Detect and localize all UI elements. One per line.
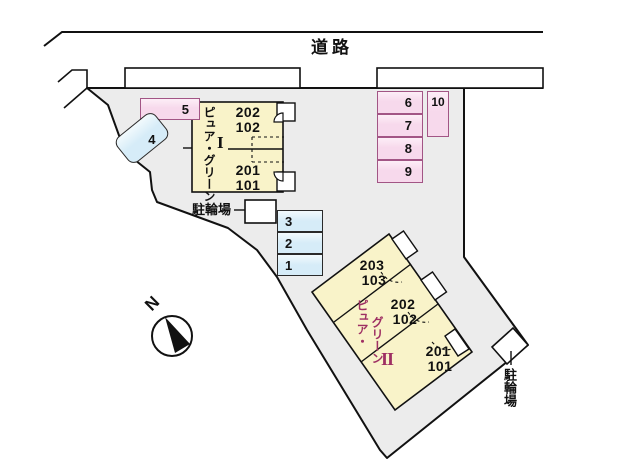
- spot-number: 2: [285, 235, 293, 251]
- bike-shed-1-label: 駐輪場: [192, 202, 232, 217]
- room-201-b1: 201: [235, 162, 261, 178]
- room-102-b1: 102: [235, 119, 261, 135]
- building-2-outline: [310, 232, 474, 412]
- road-edge-line: [43, 31, 543, 47]
- parking-spot-6: 6: [377, 91, 423, 114]
- building-2-name-part2: グリーン: [370, 316, 384, 364]
- spot-number: 6: [404, 95, 412, 110]
- compass-circle: [151, 315, 193, 357]
- room-103-b2: 103: [361, 272, 387, 288]
- spot-number: 10: [431, 95, 445, 109]
- parking-spot-10: 10: [427, 91, 449, 137]
- sidewalk-block-left: [124, 67, 301, 89]
- parking-spot-8: 8: [377, 137, 423, 160]
- parking-spot-7: 7: [377, 114, 423, 137]
- room-101-b1: 101: [235, 177, 261, 193]
- room-202-b1: 202: [235, 104, 261, 120]
- building-2-porch-2: [420, 271, 448, 301]
- building-1-stairs-dashed: [251, 136, 284, 163]
- building-2-porch-1: [391, 230, 419, 260]
- room-201-b2: 201: [425, 343, 451, 359]
- bike-shed-2-label: 駐輪場: [502, 368, 517, 407]
- building-2-numeral: II: [381, 349, 394, 369]
- spot-number: 4: [148, 131, 156, 147]
- parking-spot-9: 9: [377, 160, 423, 183]
- building-1-entry-arc-bottom: [273, 171, 284, 182]
- bike-shed-1: [244, 199, 277, 224]
- building-2-name-part1: ピュア・: [355, 299, 369, 347]
- compass-needle-icon: [165, 317, 190, 353]
- building-2-stairs-dashed: [380, 271, 453, 351]
- room-202-b2: 202: [390, 296, 416, 312]
- parking-spot-3: 3: [277, 210, 323, 232]
- spot-number: 8: [404, 141, 412, 156]
- building-1-entry-arc-top: [273, 112, 284, 123]
- road-label: 道路: [311, 38, 353, 57]
- sidewalk-block-right: [376, 67, 544, 89]
- corner-mark-upper: [57, 69, 88, 88]
- room-102-b2: 102: [392, 311, 418, 327]
- building-2-partition-2: [360, 303, 439, 363]
- spot-number: 3: [285, 213, 293, 229]
- building-1-outline: [191, 101, 284, 193]
- parking-spot-2: 2: [277, 232, 323, 254]
- room-203-b2: 203: [359, 257, 385, 273]
- corner-mark-lower: [63, 87, 88, 109]
- spot-number: 9: [404, 164, 412, 179]
- bike-shed-2: [490, 326, 530, 366]
- spot-number: 1: [285, 257, 293, 273]
- room-101-b2: 101: [427, 358, 453, 374]
- building-1-numeral: I: [217, 133, 224, 152]
- spot-number: 5: [181, 101, 189, 117]
- parking-spot-1: 1: [277, 254, 323, 276]
- spot-number: 7: [404, 118, 412, 133]
- building-2-partition-1: [333, 263, 412, 323]
- building-1-name: ピュア・グリーン: [202, 106, 216, 202]
- building-2-porch-3: [444, 328, 470, 357]
